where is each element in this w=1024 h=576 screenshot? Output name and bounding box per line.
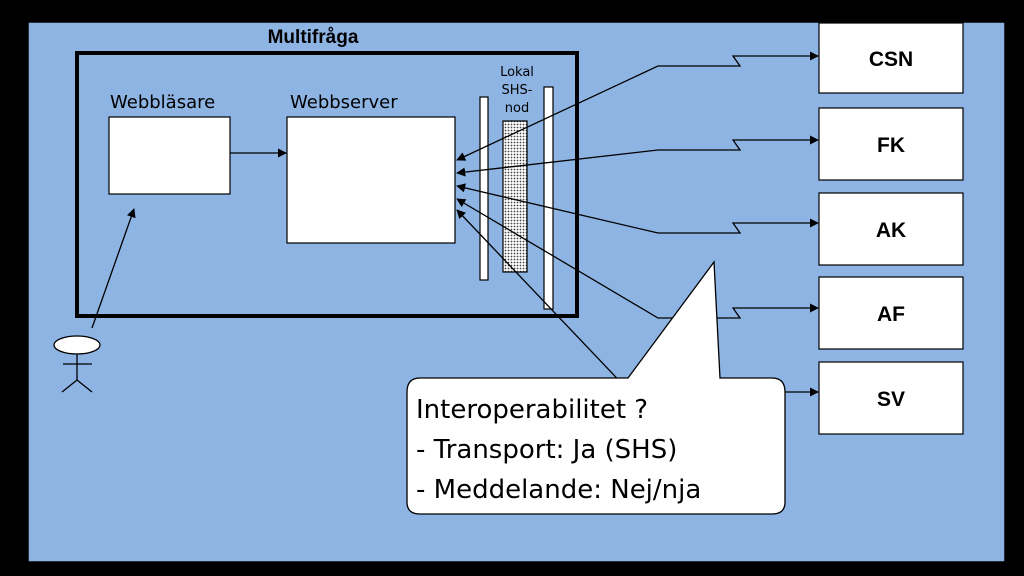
browser-label: Webbläsare xyxy=(110,92,215,113)
webserver-label: Webbserver xyxy=(290,92,398,113)
callout-bubble xyxy=(406,260,786,515)
callout-line-3: - Meddelande: Nej/nja xyxy=(416,475,701,505)
browser-box xyxy=(108,116,231,195)
connection-csn xyxy=(456,51,819,161)
agency-af-label: AF xyxy=(877,303,905,326)
agency-sv: SV xyxy=(818,361,964,435)
agency-af: AF xyxy=(818,276,964,350)
agency-ak: AK xyxy=(818,192,964,266)
agency-fk: FK xyxy=(818,107,964,181)
shs-left-bar xyxy=(479,96,489,281)
agency-fk-label: FK xyxy=(877,134,905,157)
agency-ak-label: AK xyxy=(876,219,906,242)
webserver-box xyxy=(286,116,456,244)
shs-node-label-line1: Lokal xyxy=(500,65,534,80)
callout-line-2: - Transport: Ja (SHS) xyxy=(416,435,677,465)
multifraga-title: Multifråga xyxy=(268,27,359,48)
shs-right-bar xyxy=(543,86,554,310)
callout-line-1: Interoperabilitet ? xyxy=(416,395,648,425)
agency-sv-label: SV xyxy=(877,388,905,411)
shs-node-block xyxy=(502,120,528,273)
user-to-browser-arrow xyxy=(91,208,136,329)
agency-csn-label: CSN xyxy=(869,48,913,71)
shs-node-label-line3: nod xyxy=(505,101,529,116)
person-stick-figure-icon xyxy=(53,335,101,393)
agency-csn: CSN xyxy=(818,22,964,94)
shs-node-label-line2: SHS- xyxy=(502,83,533,98)
connection-fk xyxy=(456,135,819,177)
